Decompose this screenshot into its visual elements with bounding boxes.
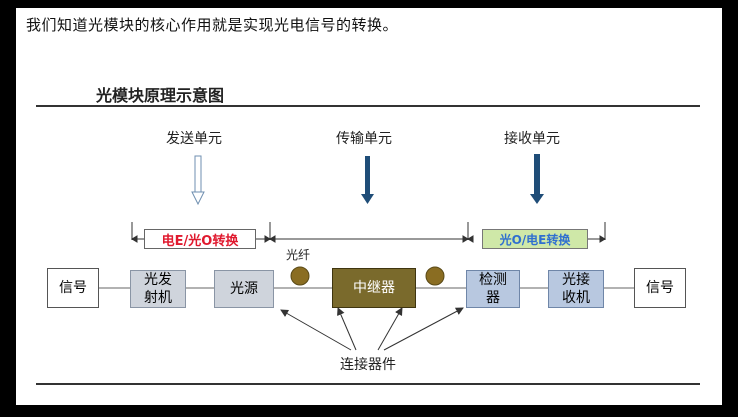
eo-conversion-tag: 电E/光O转换 [144,229,256,249]
optical-transmitter-label-1: 光发 [144,272,172,288]
section-label-transmit: 发送单元 [166,131,222,147]
diagram-wires [98,154,634,351]
diagram-title: 光模块原理示意图 [96,86,225,105]
detector-block: 检测 器 [466,270,520,308]
repeater-block: 中继器 [332,268,416,308]
signal-output-block: 信号 [634,268,686,308]
signal-input-label: 信号 [59,280,87,296]
section-label-receive: 接收单元 [504,131,560,147]
page-canvas: 我们知道光模块的核心作用就是实现光电信号的转换。 光模块原理示意图 [16,8,722,405]
connector-label: 连接器件 [340,357,396,373]
receive-down-arrow [530,154,544,204]
connector-pointers [280,307,464,351]
oe-conversion-tag: 光O/电E转换 [482,229,588,249]
optical-receiver-block: 光接 收机 [548,270,604,308]
span-lines [131,222,606,243]
optical-receiver-label-2: 收机 [562,290,590,306]
connector-right [425,266,445,286]
light-source-block: 光源 [214,270,274,308]
title-rule [36,105,700,107]
transport-down-arrow [361,156,374,204]
bottom-rule [36,383,700,385]
intro-text: 我们知道光模块的核心作用就是实现光电信号的转换。 [26,16,399,34]
repeater-label: 中继器 [353,280,395,296]
detector-label-1: 检测 [479,272,507,288]
optical-transmitter-label-2: 射机 [144,290,172,306]
optical-transmitter-block: 光发 射机 [130,270,186,308]
detector-label-2: 器 [486,290,500,306]
connector-left [290,266,310,286]
optical-receiver-label-1: 光接 [562,272,590,288]
light-source-label: 光源 [230,281,258,297]
fiber-label: 光纤 [286,248,311,262]
signal-output-label: 信号 [646,280,674,296]
section-label-transport: 传输单元 [336,131,392,147]
transmit-down-arrow [191,155,205,206]
signal-input-block: 信号 [47,268,99,308]
